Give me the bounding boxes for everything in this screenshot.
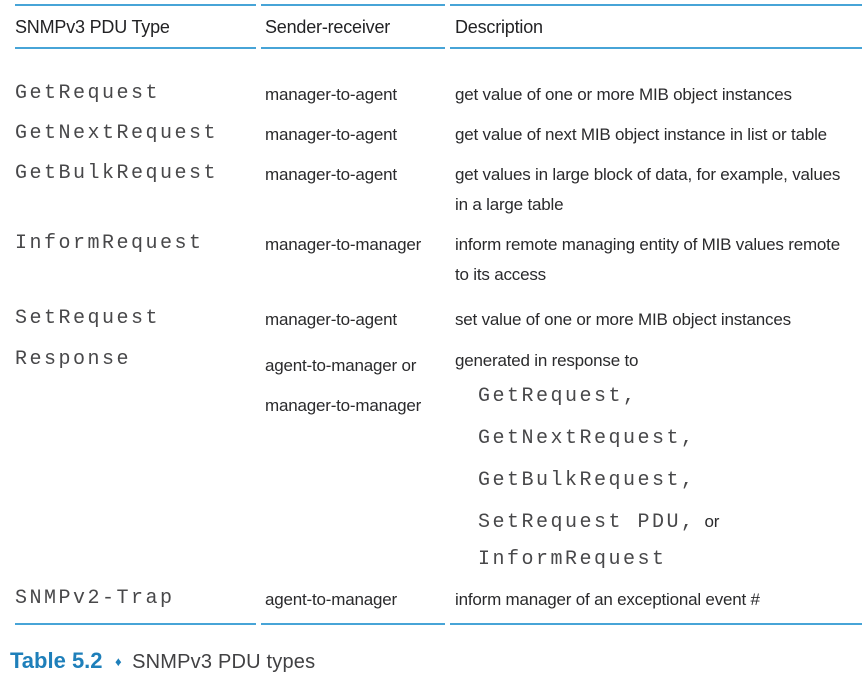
description-cell: get values in large block of data, for e…	[455, 160, 840, 220]
pdu-type-cell: Response	[15, 348, 132, 371]
sender-cell: agent-to-manager	[265, 590, 397, 609]
caption-label: Table 5.2	[10, 648, 103, 673]
rule-segment	[260, 623, 445, 625]
response-list-item: SetRequest PDU, or	[478, 511, 719, 534]
pdu-ref: GetNextRequest,	[478, 427, 696, 450]
pdu-type-cell: GetNextRequest	[15, 122, 219, 145]
description-line: in a large table	[455, 195, 564, 214]
pdu-ref: InformRequest	[478, 548, 667, 571]
sender-cell: manager-to-agent	[265, 310, 397, 329]
rule-segment	[15, 47, 256, 49]
description-line: inform remote managing entity of MIB val…	[455, 235, 840, 254]
description-cell: get value of one or more MIB object inst…	[455, 85, 792, 104]
pdu-type-cell: InformRequest	[15, 232, 204, 255]
pdu-type-cell: GetBulkRequest	[15, 162, 219, 185]
col-header-description: Description	[455, 17, 543, 37]
table-top-rule	[15, 4, 863, 6]
table-header-rule	[15, 47, 863, 49]
sender-cell: manager-to-agent	[265, 125, 397, 144]
pdu-type-cell: SetRequest	[15, 307, 161, 330]
response-list-item: GetBulkRequest,	[478, 469, 696, 492]
table-caption: Table 5.2 ♦ SNMPv3 PDU types	[10, 648, 315, 674]
rule-segment	[260, 4, 445, 6]
caption-diamond-icon: ♦	[114, 654, 122, 669]
pdu-ref: GetRequest,	[478, 385, 638, 408]
pdu-type-cell: SNMPv2-Trap	[15, 587, 175, 610]
pdu-type-cell: GetRequest	[15, 82, 161, 105]
sender-cell: agent-to-manager or manager-to-manager	[265, 346, 421, 426]
response-list-item: GetNextRequest,	[478, 427, 696, 450]
description-line: to its access	[455, 265, 546, 284]
pdu-ref: SetRequest PDU,	[478, 511, 696, 534]
rule-segment	[449, 623, 863, 625]
rule-segment	[449, 47, 863, 49]
rule-segment	[15, 4, 256, 6]
rule-segment	[260, 47, 445, 49]
rule-segment	[449, 4, 863, 6]
description-line: get values in large block of data, for e…	[455, 165, 841, 184]
response-list-item: InformRequest	[478, 548, 667, 571]
sender-cell: manager-to-agent	[265, 85, 397, 104]
description-cell: inform remote managing entity of MIB val…	[455, 230, 840, 290]
table-bottom-rule	[15, 623, 863, 625]
sender-line: agent-to-manager or	[265, 356, 417, 375]
rule-segment	[15, 623, 256, 625]
description-cell: inform manager of an exceptional event #	[455, 590, 760, 609]
sender-line: manager-to-manager	[265, 396, 422, 415]
col-header-pdu-type: SNMPv3 PDU Type	[15, 17, 170, 37]
sender-cell: manager-to-manager	[265, 235, 422, 254]
response-list-item: GetRequest,	[478, 385, 638, 408]
sender-cell: manager-to-agent	[265, 165, 397, 184]
description-cell: set value of one or more MIB object inst…	[455, 310, 791, 329]
or-conjunction: or	[704, 512, 720, 531]
description-intro: generated in response to	[455, 351, 639, 370]
caption-title: SNMPv3 PDU types	[132, 651, 316, 673]
col-header-sender-receiver: Sender-receiver	[265, 17, 391, 37]
pdu-ref: GetBulkRequest,	[478, 469, 696, 492]
description-cell: get value of next MIB object instance in…	[455, 125, 827, 144]
